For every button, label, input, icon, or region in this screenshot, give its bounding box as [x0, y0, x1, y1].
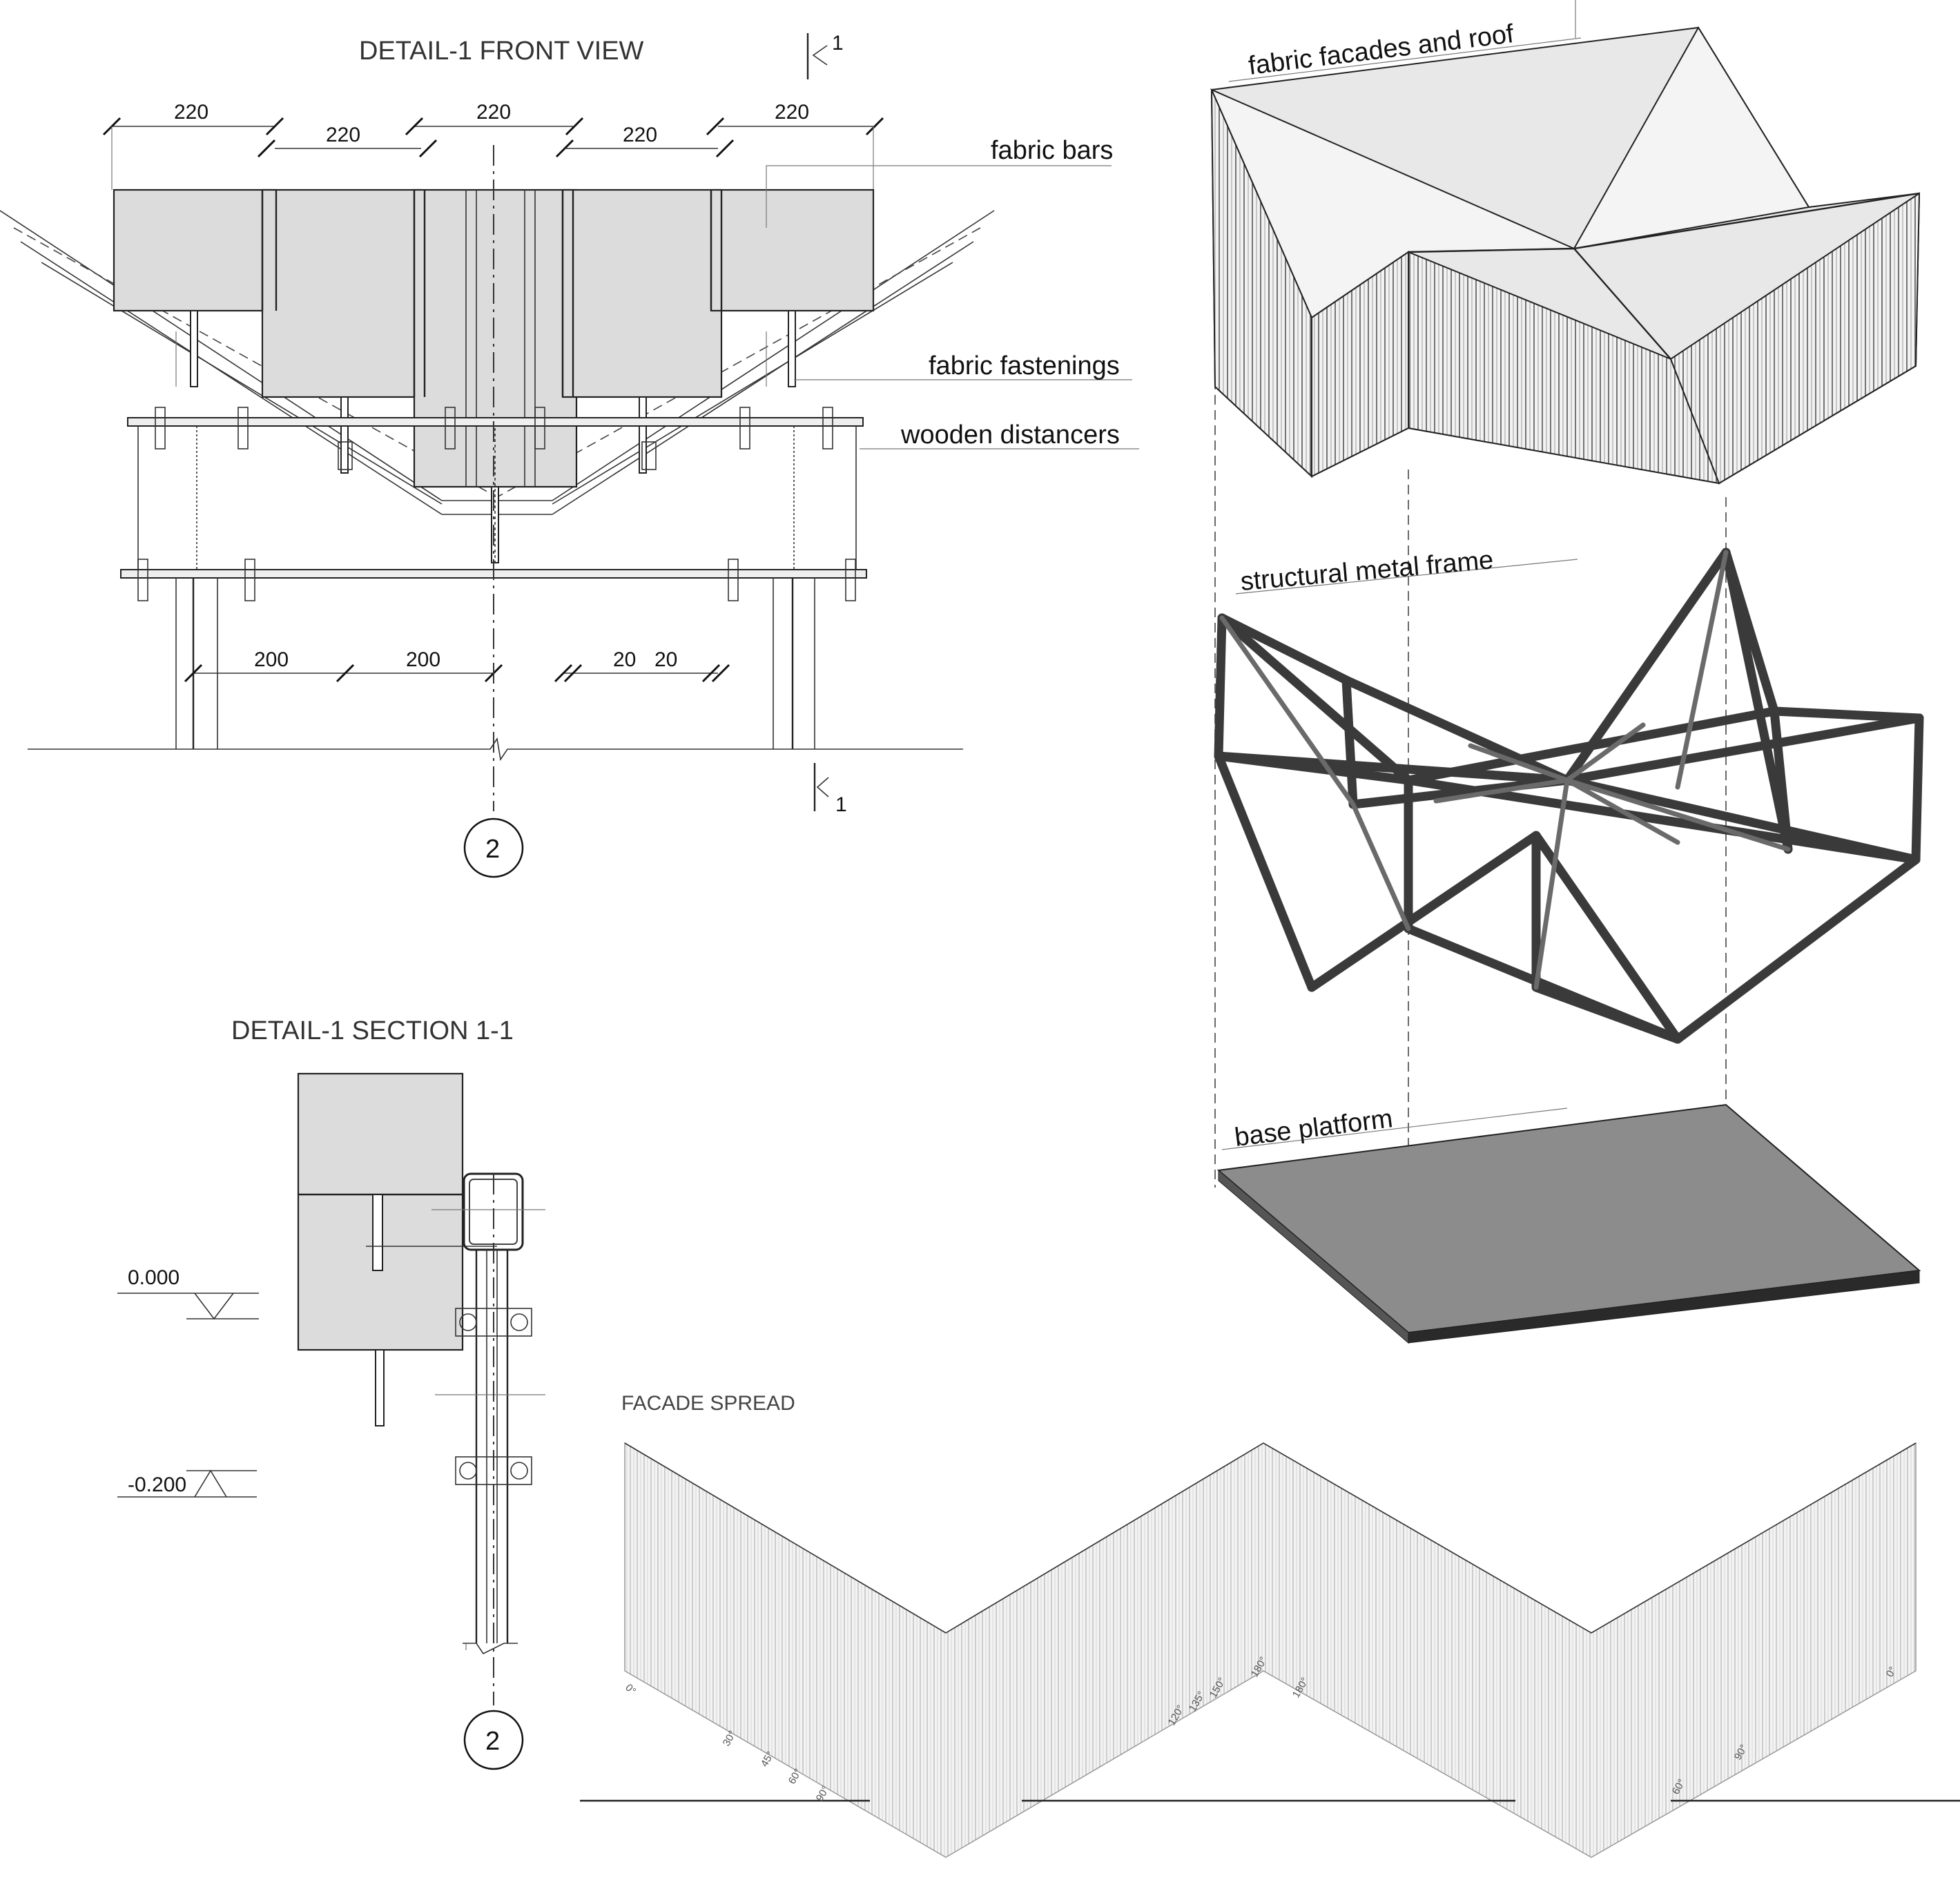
fabric-facades-roof: fabric facades and roof: [1210, 0, 1921, 485]
section-view: DETAIL-1 SECTION 1-1 2 0.000: [117, 1016, 545, 1770]
facade-spread: FACADE SPREAD 0° 30° 45° 60° 90° 120° 13…: [580, 1392, 1960, 1858]
dim-20-a: 20: [613, 648, 636, 671]
section-mark-bottom: 1: [835, 793, 847, 816]
dim-200-a: 200: [254, 648, 289, 671]
label-fabric-bars: fabric bars: [991, 136, 1113, 165]
label-base-platform: base platform: [1233, 1104, 1395, 1152]
base-platform: base platform: [1216, 1103, 1921, 1344]
support-columns: [28, 578, 963, 762]
bottom-dimensions: 200 200 20 20: [184, 648, 730, 683]
axonometric-exploded-view: fabric facades and roof structural metal…: [1210, 0, 1924, 1344]
structural-metal-frame: structural metal frame: [1214, 545, 1924, 1044]
svg-text:0°: 0°: [623, 1682, 638, 1697]
front-view-labels: fabric bars fabric fastenings wooden dis…: [766, 136, 1139, 449]
sloped-beams: [0, 210, 995, 515]
axis-marker-circle-2: [463, 1710, 524, 1770]
label-wooden-distancers: wooden distancers: [900, 420, 1120, 449]
dim-220-c: 220: [476, 101, 511, 124]
front-view: DETAIL-1 FRONT VIEW 1 220 220 220 220: [0, 32, 1139, 878]
level-0000: 0.000: [128, 1266, 179, 1289]
top-dimensions: 220 220 220 220 220: [102, 101, 884, 190]
axis-marker-front: 2: [485, 835, 500, 864]
dim-20-b: 20: [654, 648, 677, 671]
section-mark-top: 1: [832, 32, 844, 55]
label-metal-frame: structural metal frame: [1239, 545, 1495, 597]
fabric-bar-blocks: [113, 188, 875, 563]
axis-marker-circle: [463, 818, 524, 878]
dim-220-d: 220: [623, 124, 657, 146]
dim-220-a: 220: [174, 101, 208, 124]
axis-marker-section: 2: [485, 1727, 500, 1756]
label-fabric-fastenings: fabric fastenings: [929, 351, 1120, 380]
front-view-title: DETAIL-1 FRONT VIEW: [359, 37, 644, 66]
dim-200-b: 200: [406, 648, 440, 671]
dim-220-e: 220: [775, 101, 809, 124]
section-title: DETAIL-1 SECTION 1-1: [231, 1016, 514, 1045]
level-markers: 0.000 -0.200: [117, 1266, 259, 1498]
dim-220-b: 220: [326, 124, 360, 146]
level-minus-0200: -0.200: [128, 1473, 186, 1496]
facade-spread-title: FACADE SPREAD: [621, 1392, 795, 1415]
